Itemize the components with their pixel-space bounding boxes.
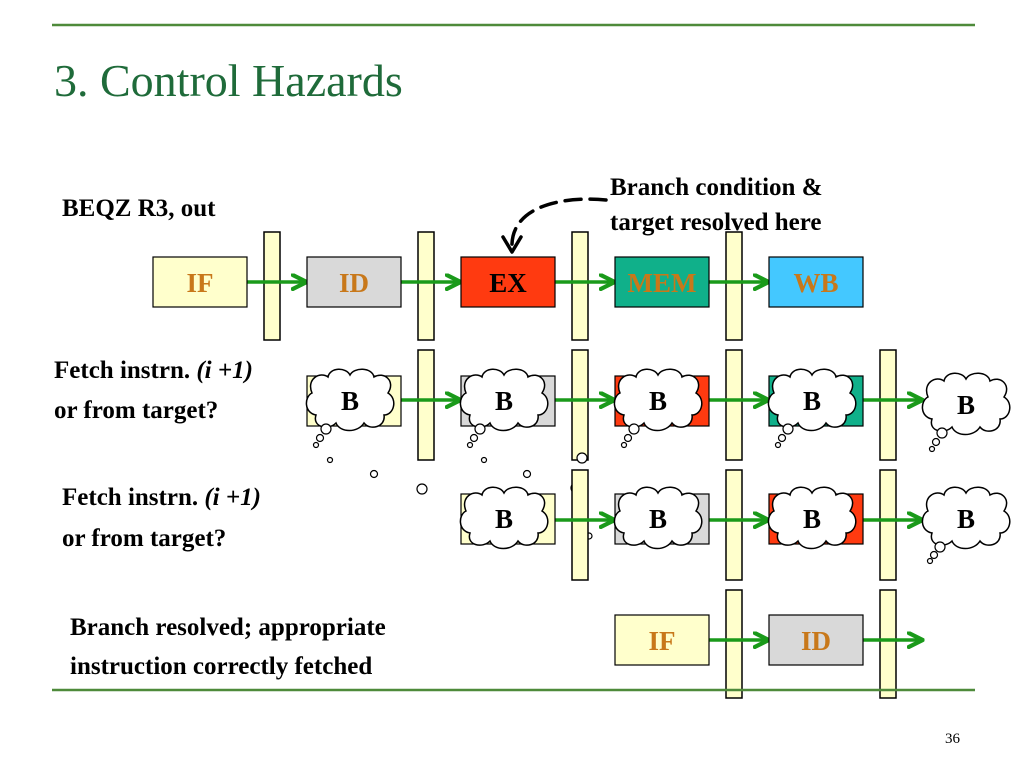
stage-id-label: ID — [339, 268, 369, 298]
bubble-label: B — [957, 504, 975, 534]
bubble-stall: B — [613, 368, 703, 449]
resolve-pointer-arrow — [510, 197, 608, 250]
pipeline-latch — [571, 349, 589, 461]
annotation-line-1: Branch condition & — [610, 174, 823, 201]
bubble-label: B — [649, 386, 667, 416]
stage-ex-box — [460, 256, 556, 308]
pipeline-latch — [879, 469, 897, 581]
fetch-question-2-line-1: Fetch instrn. (i +1) — [62, 484, 261, 511]
bubble-label: B — [649, 504, 667, 534]
resolve-pointer-arrowhead — [501, 235, 523, 254]
stage-ex-label: EX — [489, 268, 527, 298]
pipeline-latch — [725, 349, 743, 461]
bubble-stall: B — [921, 486, 1011, 565]
stage-mem-box — [614, 256, 710, 308]
stage-mem-label: MEM — [628, 268, 697, 298]
pipeline-latch — [725, 589, 743, 699]
fetch-question-2-line-2: or from target? — [62, 525, 226, 552]
stage-if-label: IF — [649, 626, 676, 656]
annotation-line-2: target resolved here — [610, 209, 822, 236]
stage-wb-box — [768, 256, 864, 308]
resolved-note-line-1: Branch resolved; appropriate — [70, 614, 386, 641]
instruction-label: BEQZ R3, out — [62, 195, 216, 222]
pipeline-latch — [417, 231, 435, 341]
bubble-label: B — [341, 386, 359, 416]
resolved-note-line-2: instruction correctly fetched — [70, 653, 372, 680]
bubble-stall: B — [613, 486, 703, 550]
page-title: 3. Control Hazards — [54, 55, 403, 106]
bubble-stall: B — [767, 368, 857, 449]
bubble-label: B — [803, 504, 821, 534]
stage-if-label: IF — [187, 268, 214, 298]
pipeline-row-1: IF ID EX MEM WB — [152, 231, 864, 341]
pipeline-latch — [879, 349, 897, 461]
pipeline-latch — [725, 231, 743, 341]
pipeline-row-3: Fetch instrn. (i +1) or from target? B B… — [62, 469, 1011, 581]
stage-if-box — [152, 256, 248, 308]
stage-if-box — [614, 614, 710, 666]
pipeline-latch — [879, 589, 897, 699]
bubble-stall: B — [459, 486, 549, 550]
stage-wb-label: WB — [793, 268, 838, 298]
stage-id-label: ID — [801, 626, 831, 656]
bubble-label: B — [495, 386, 513, 416]
pipeline-row-4: Branch resolved; appropriate instruction… — [70, 589, 921, 699]
pipeline-row-2: Fetch instrn. (i +1) or from target? B B — [54, 349, 1011, 461]
bubble-stall: B — [767, 486, 857, 550]
bubble-stall: B — [305, 368, 395, 449]
bubble-label: B — [803, 386, 821, 416]
fetch-question-1-line-2: or from target? — [54, 397, 218, 424]
bubble-stall: B — [459, 368, 549, 449]
pipeline-latch — [725, 469, 743, 581]
stage-id-box — [768, 614, 864, 666]
pipeline-latch — [571, 231, 589, 341]
bubble-stall: B — [921, 372, 1011, 453]
pipeline-latch — [263, 231, 281, 341]
bubble-label: B — [495, 504, 513, 534]
stage-id-box — [306, 256, 402, 308]
pipeline-latch — [571, 469, 589, 581]
fetch-question-1-line-1: Fetch instrn. (i +1) — [54, 357, 253, 384]
page-number: 36 — [945, 731, 961, 747]
pipeline-latch — [417, 349, 435, 461]
bubble-label: B — [957, 390, 975, 420]
